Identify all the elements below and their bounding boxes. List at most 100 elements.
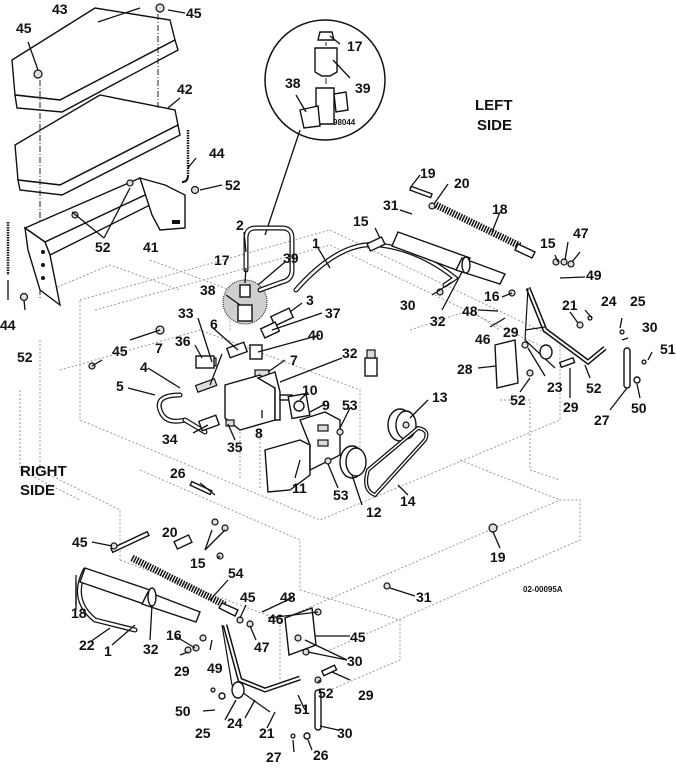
callout: 52 [17,349,33,365]
callout: 11 [292,480,307,496]
callout: 46 [268,611,284,627]
callout: 29 [563,399,579,415]
callout: 4 [140,359,148,375]
callout: 50 [631,400,647,416]
callout: 25 [195,725,211,741]
inset-code: 98044 [333,118,356,127]
callout: 30 [400,297,416,313]
callout: 30 [337,725,353,741]
callout: 52 [95,239,111,255]
callout: 49 [207,660,223,676]
left-spring-18 [434,201,522,250]
fitting-6 [225,341,249,359]
callout: 12 [366,504,382,520]
left-nut-20 [428,202,436,210]
callout: 32 [342,345,358,361]
callout: 53 [333,487,349,503]
callout: 32 [143,641,159,657]
right-pin-19 [110,530,150,554]
callout: 21 [562,297,578,313]
callout: 7 [155,340,163,356]
callout: 47 [573,225,589,241]
callout: 52 [318,685,334,701]
callout: 31 [383,197,399,213]
right-spring-18 [130,554,227,609]
callout: 47 [254,639,270,655]
callout: 45 [112,343,128,359]
callout: 51 [660,341,676,357]
left-cylinder-16 [391,231,506,296]
callout: 49 [586,267,602,283]
callout: 24 [601,293,617,309]
callout: 5 [116,378,124,394]
callout: 18 [492,201,508,217]
callout: 26 [313,747,329,763]
left-fitting-15 [366,236,386,252]
callout: 19 [420,165,436,181]
left-side-label-line2: SIDE [477,117,512,134]
callout: 46 [475,331,491,347]
callout: 17 [214,252,230,268]
callout: 6 [210,316,218,332]
left-pin-19 [409,185,433,199]
callout: 7 [290,352,298,368]
callout: 41 [143,239,159,255]
callout: 45 [186,5,202,21]
callout: 23 [547,379,563,395]
pulley-13 [387,408,417,442]
bolt-52-right [190,185,200,195]
pump-bracket-11 [264,411,341,493]
left-chain-26 [623,347,631,389]
seat-rod-44-upper [181,130,190,183]
callout: 9 [322,397,330,413]
callout: 20 [162,524,178,540]
bolt-53-upper [336,428,344,436]
left-bushing [539,344,553,360]
callout: 45 [16,20,32,36]
fitting-7a [194,377,218,393]
callout: 29 [358,687,374,703]
callout: 52 [225,177,241,193]
callout: 54 [228,565,244,581]
callout: 3 [306,292,314,308]
callout: 10 [302,382,318,398]
filter-32 [364,349,378,377]
callout: 35 [227,439,243,455]
detail-inset [264,19,386,236]
callout: 38 [285,75,301,91]
callout: 15 [540,235,556,251]
fitting-37 [259,321,281,339]
right-pin-50 [320,664,338,677]
callout: 32 [430,313,446,329]
callout: 45 [72,534,88,550]
callout: 19 [490,549,506,565]
right-chain-26 [314,689,322,731]
callout: 28 [457,361,473,377]
callout: 15 [190,555,206,571]
callout: 29 [174,663,190,679]
nut-45-seat [33,69,43,79]
drawing-code: 02-00095A [523,585,563,594]
fitting-3 [269,307,295,327]
callout: 39 [355,80,371,96]
right-side-label-line1: RIGHT [20,463,67,480]
adapter-39 [314,47,338,77]
left-pin-50 [558,356,576,369]
callout: 48 [462,303,478,319]
callout: 40 [308,327,324,343]
right-linkage-arm-21 [221,624,301,713]
callout: 43 [52,1,68,17]
drive-belt-14 [364,425,429,498]
fitting-35 [225,419,235,427]
callout: 18 [71,605,87,621]
leader-lines [7,7,653,753]
callout: 34 [162,431,178,447]
callout: 20 [454,175,470,191]
left-plate-23 [494,339,519,389]
callout: 44 [209,145,225,161]
callout: 27 [266,749,282,765]
left-side-label-line1: LEFT [475,97,513,114]
right-fitting-15 [173,534,193,550]
callout: 25 [630,293,646,309]
